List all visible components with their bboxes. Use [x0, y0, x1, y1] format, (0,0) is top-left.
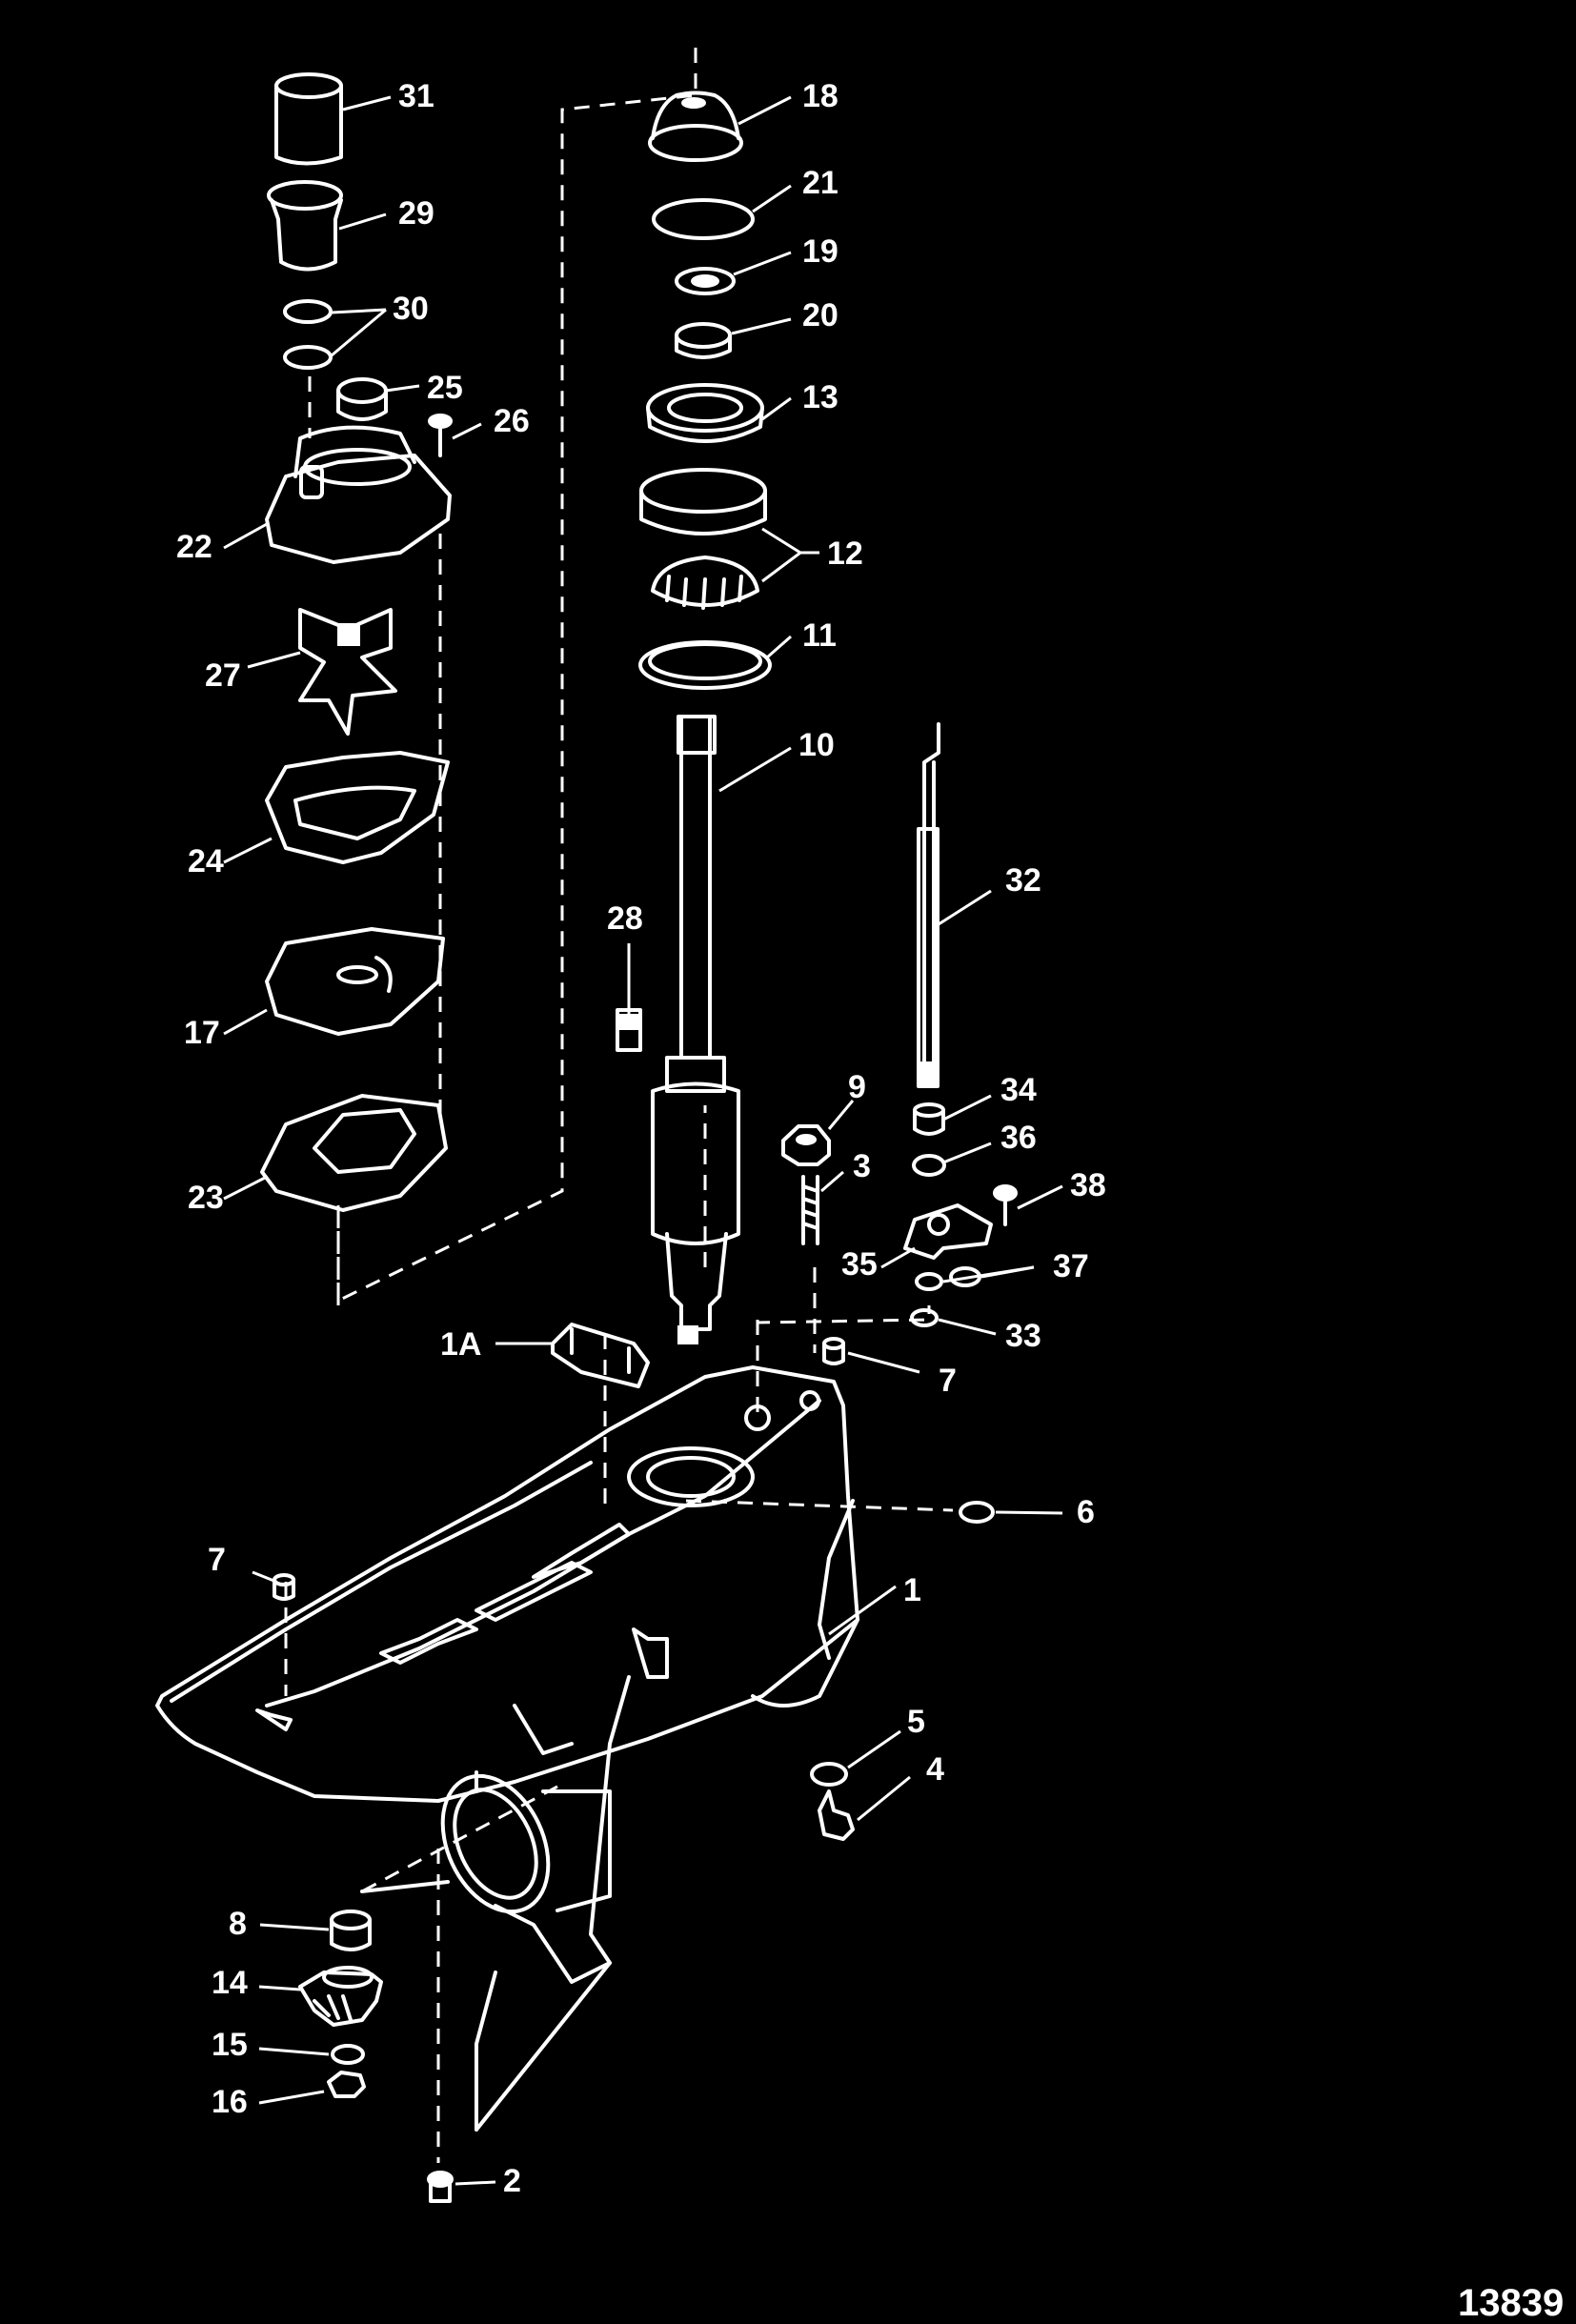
callout-1a: 1A: [440, 1326, 481, 1363]
part-24-gasket: [265, 751, 450, 864]
callout-33: 33: [1005, 1318, 1041, 1354]
part-21-o-ring: [652, 198, 755, 240]
part-23-gasket: [260, 1094, 448, 1212]
callout-18: 18: [802, 78, 839, 114]
callout-23: 23: [188, 1180, 224, 1216]
figure-number: 13839: [1458, 2282, 1564, 2324]
part-9-nut: [781, 1124, 831, 1166]
callout-29: 29: [398, 195, 434, 232]
callout-35: 35: [841, 1246, 878, 1283]
part-35-shift-coupler: [903, 1203, 993, 1260]
callout-7-upper: 7: [939, 1363, 957, 1399]
callout-20: 20: [802, 297, 839, 333]
callout-17: 17: [184, 1015, 220, 1051]
callout-24: 24: [188, 843, 224, 879]
part-7-dowel-pin-lower: [273, 1573, 295, 1601]
part-12-tapered-bearing: [639, 468, 767, 610]
part-36-washer: [912, 1154, 946, 1177]
part-17-face-plate: [265, 927, 445, 1036]
callout-28: 28: [607, 900, 643, 937]
part-1-gear-housing: [155, 1365, 859, 2132]
callout-34: 34: [1000, 1072, 1037, 1108]
callout-19: 19: [802, 233, 839, 270]
part-22-water-pump-housing: [265, 425, 452, 564]
part-10-drive-shaft: [651, 715, 740, 1344]
callout-37: 37: [1053, 1248, 1089, 1284]
part-2-bolt: [427, 2171, 454, 2203]
part-4-screw: [818, 1789, 855, 1841]
callout-7-lower: 7: [208, 1542, 226, 1578]
callout-21: 21: [802, 165, 839, 201]
part-16-nut: [327, 2071, 366, 2098]
callout-2: 2: [503, 2163, 521, 2199]
callout-27: 27: [205, 657, 241, 694]
leader-lines: [223, 95, 1063, 2186]
part-32-shift-shaft: [917, 722, 940, 1088]
callout-31: 31: [398, 78, 434, 114]
callout-12: 12: [827, 536, 863, 572]
callout-38: 38: [1070, 1167, 1106, 1203]
callout-8: 8: [229, 1906, 247, 1942]
part-26-screw: [428, 414, 453, 457]
part-5-washer: [810, 1762, 848, 1787]
part-33-o-ring: [910, 1308, 939, 1327]
part-3-stud: [801, 1175, 819, 1245]
callout-36: 36: [1000, 1120, 1037, 1156]
callout-22: 22: [176, 529, 212, 565]
alignment-lines: [284, 48, 954, 2163]
callout-10: 10: [798, 727, 835, 763]
callout-15: 15: [212, 2027, 248, 2063]
part-28-key: [616, 1008, 642, 1052]
callout-32: 32: [1005, 862, 1041, 899]
callout-25: 25: [427, 370, 463, 406]
callout-labels: 31 18 21 29 19 30 20 25 26 13 22 12 11 2…: [176, 78, 1106, 2199]
callout-14: 14: [212, 1965, 248, 2001]
callout-1: 1: [903, 1572, 921, 1608]
part-19-seal: [675, 267, 736, 295]
part-34-bushing: [913, 1102, 945, 1136]
part-14-pinion-gear: [298, 1966, 383, 2027]
part-25-grommet: [336, 377, 388, 421]
callout-6: 6: [1077, 1494, 1095, 1530]
callout-11: 11: [802, 617, 837, 654]
callout-9: 9: [848, 1069, 866, 1105]
part-1a-block: [551, 1323, 650, 1388]
part-30-o-rings: [283, 299, 333, 370]
callout-13: 13: [802, 379, 839, 415]
callout-26: 26: [494, 403, 530, 439]
callout-3: 3: [853, 1148, 871, 1184]
part-31-sleeve: [274, 72, 343, 166]
part-13-bearing-cup: [646, 383, 764, 443]
part-15-washer: [331, 2044, 365, 2065]
callout-30: 30: [393, 291, 429, 327]
part-29-insert: [267, 180, 343, 272]
callout-16: 16: [212, 2084, 248, 2120]
callout-4: 4: [926, 1751, 944, 1788]
part-38-screw: [993, 1184, 1018, 1226]
part-6-nut: [959, 1501, 995, 1524]
part-20-seal: [675, 322, 732, 359]
callout-5: 5: [907, 1704, 925, 1740]
part-7-dowel-pin-upper: [822, 1337, 845, 1365]
part-27-impeller: [298, 608, 397, 736]
part-11-shim: [638, 640, 772, 690]
part-8-bushing: [330, 1910, 372, 1951]
part-18-seal-carrier: [648, 91, 743, 162]
